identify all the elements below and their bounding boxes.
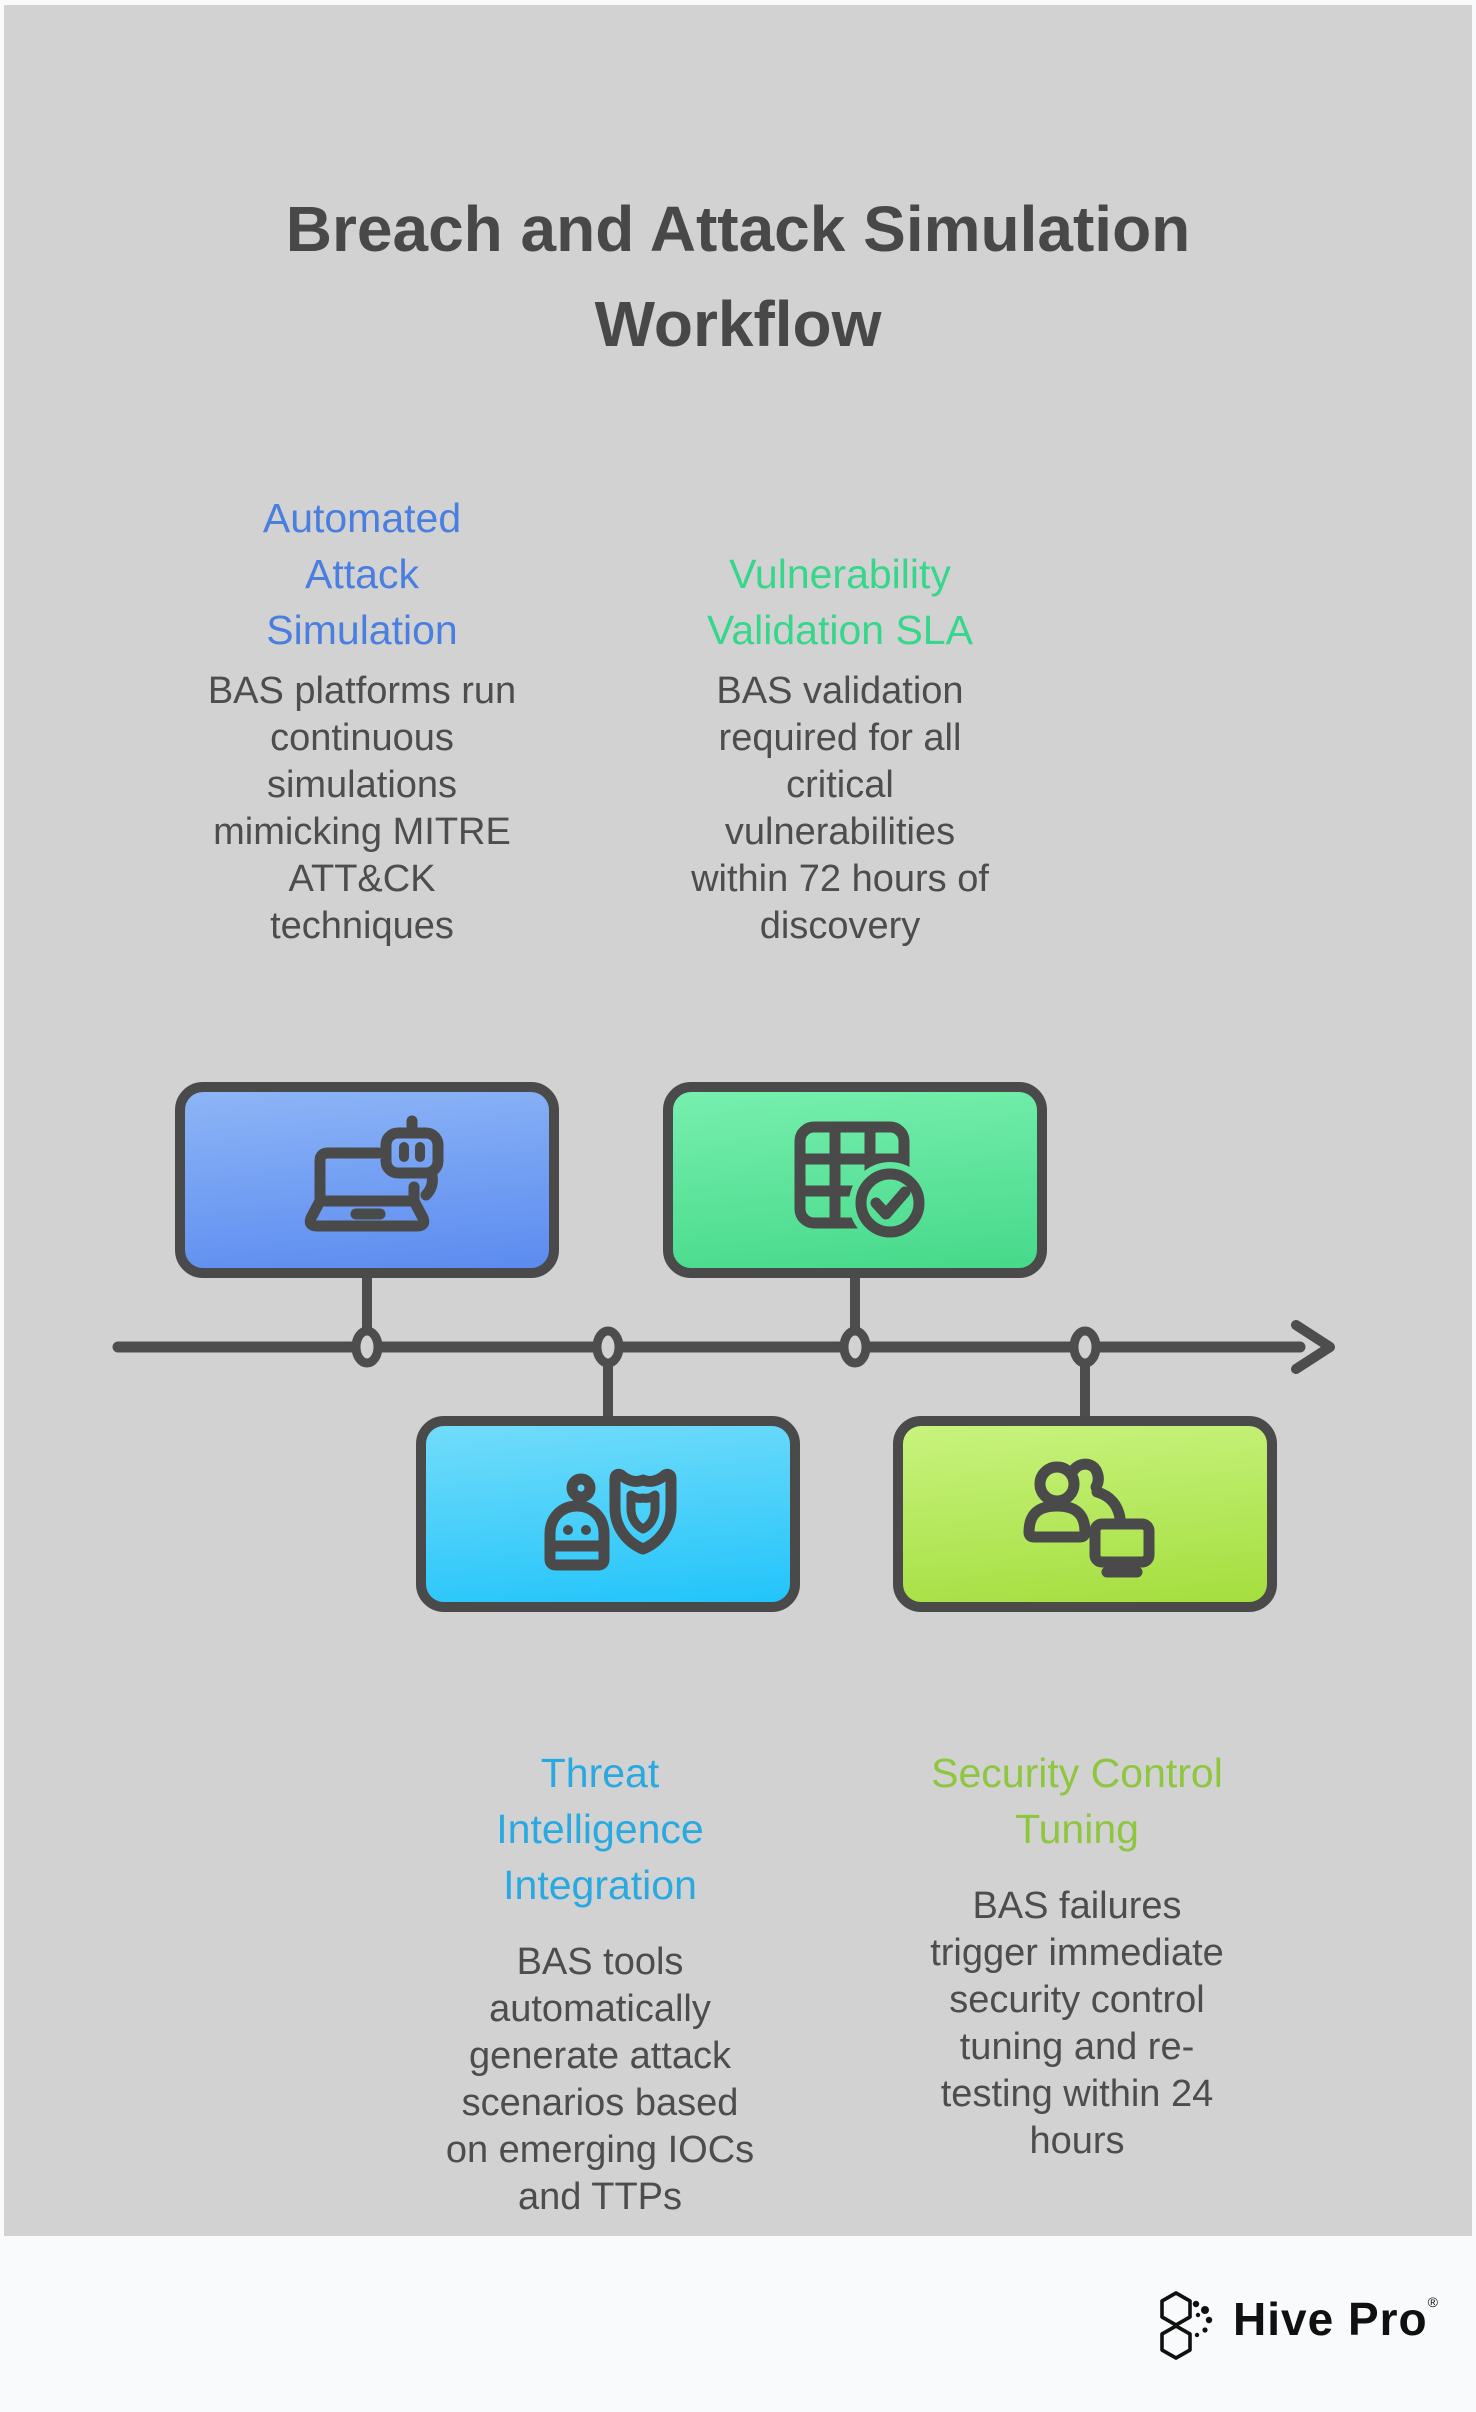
timeline-node-1 — [351, 1326, 383, 1368]
timeline-arrow — [112, 1320, 1335, 1374]
stage-card-vulnerability-validation-sla — [663, 1082, 1047, 1278]
stage-text-automated-attack-simulation: Automated Attack Simulation BAS platform… — [162, 490, 562, 950]
registered-trademark-icon: ® — [1427, 2294, 1438, 2310]
stage-body: BAS failures trigger immediate security … — [930, 1885, 1224, 2162]
stage-heading: Vulnerability Validation SLA — [707, 551, 973, 653]
timeline-node-2 — [592, 1326, 624, 1368]
stage-card-automated-attack-simulation — [175, 1082, 559, 1278]
stage-text-vulnerability-validation-sla: Vulnerability Validation SLA BAS validat… — [640, 490, 1040, 950]
hive-pro-logo-text: Hive Pro — [1233, 2293, 1428, 2345]
table-check-icon — [794, 1121, 925, 1238]
page-title: Breach and Attack Simulation Workflow — [285, 193, 1191, 360]
stage-body: BAS platforms run continuous simulations… — [207, 670, 517, 947]
robot-eye — [581, 1525, 591, 1535]
stage-text-security-control-tuning: Security Control Tuning BAS failures tri… — [877, 1745, 1277, 2165]
stage-heading: Security Control Tuning — [931, 1750, 1223, 1852]
hive-pro-logo: Hive Pro ® — [1151, 2287, 1438, 2361]
timeline-node-4 — [1069, 1326, 1101, 1368]
connector-line — [850, 1272, 860, 1348]
stage-body: BAS tools automatically generate attack … — [445, 1941, 755, 2218]
connector-line — [362, 1272, 372, 1348]
team-monitor-icon — [1023, 1458, 1155, 1578]
stage-body: BAS validation required for all critical… — [691, 670, 989, 947]
stage-card-threat-intelligence-integration — [416, 1416, 800, 1612]
stage-text-threat-intelligence-integration: Threat Intelligence Integration BAS tool… — [400, 1745, 800, 2221]
stage-heading: Automated Attack Simulation — [262, 495, 462, 653]
hive-pro-hexagon-icon — [1160, 2291, 1213, 2360]
footer-bar: Hive Pro ® — [0, 2236, 1476, 2412]
stage-heading: Threat Intelligence Integration — [496, 1750, 704, 1908]
connector-line — [1080, 1348, 1090, 1420]
arrowhead-icon — [1291, 1320, 1335, 1374]
robot-shield-icon — [544, 1468, 677, 1571]
connector-line — [603, 1348, 613, 1420]
robot-eye — [563, 1525, 573, 1535]
stage-card-security-control-tuning — [893, 1416, 1277, 1612]
timeline-node-3 — [839, 1326, 871, 1368]
laptop-robot-icon — [304, 1115, 444, 1232]
